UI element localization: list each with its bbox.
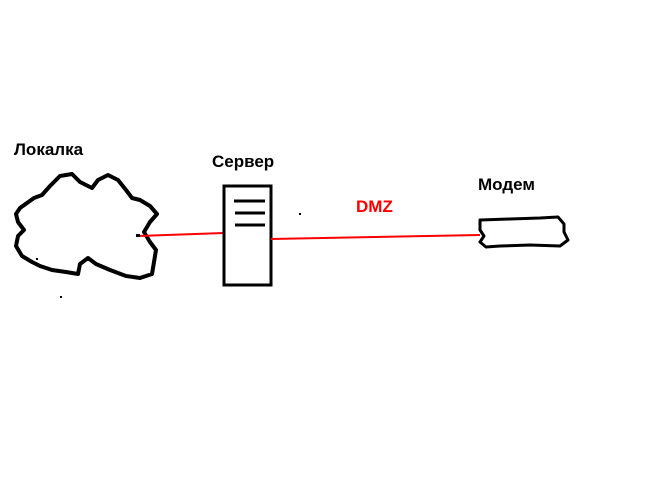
speck	[60, 296, 62, 298]
speck	[299, 213, 301, 215]
link-endpoint	[136, 234, 140, 237]
link-server-modem	[270, 234, 481, 240]
local-network-label: Локалка	[14, 140, 84, 159]
server-label: Сервер	[212, 152, 275, 171]
server-icon	[222, 184, 273, 287]
modem-label: Модем	[478, 175, 535, 194]
link-local-server	[137, 232, 225, 237]
cloud-icon	[14, 172, 159, 280]
modem-icon	[478, 215, 570, 249]
dmz-label: DMZ	[356, 197, 393, 216]
speck	[36, 258, 38, 260]
